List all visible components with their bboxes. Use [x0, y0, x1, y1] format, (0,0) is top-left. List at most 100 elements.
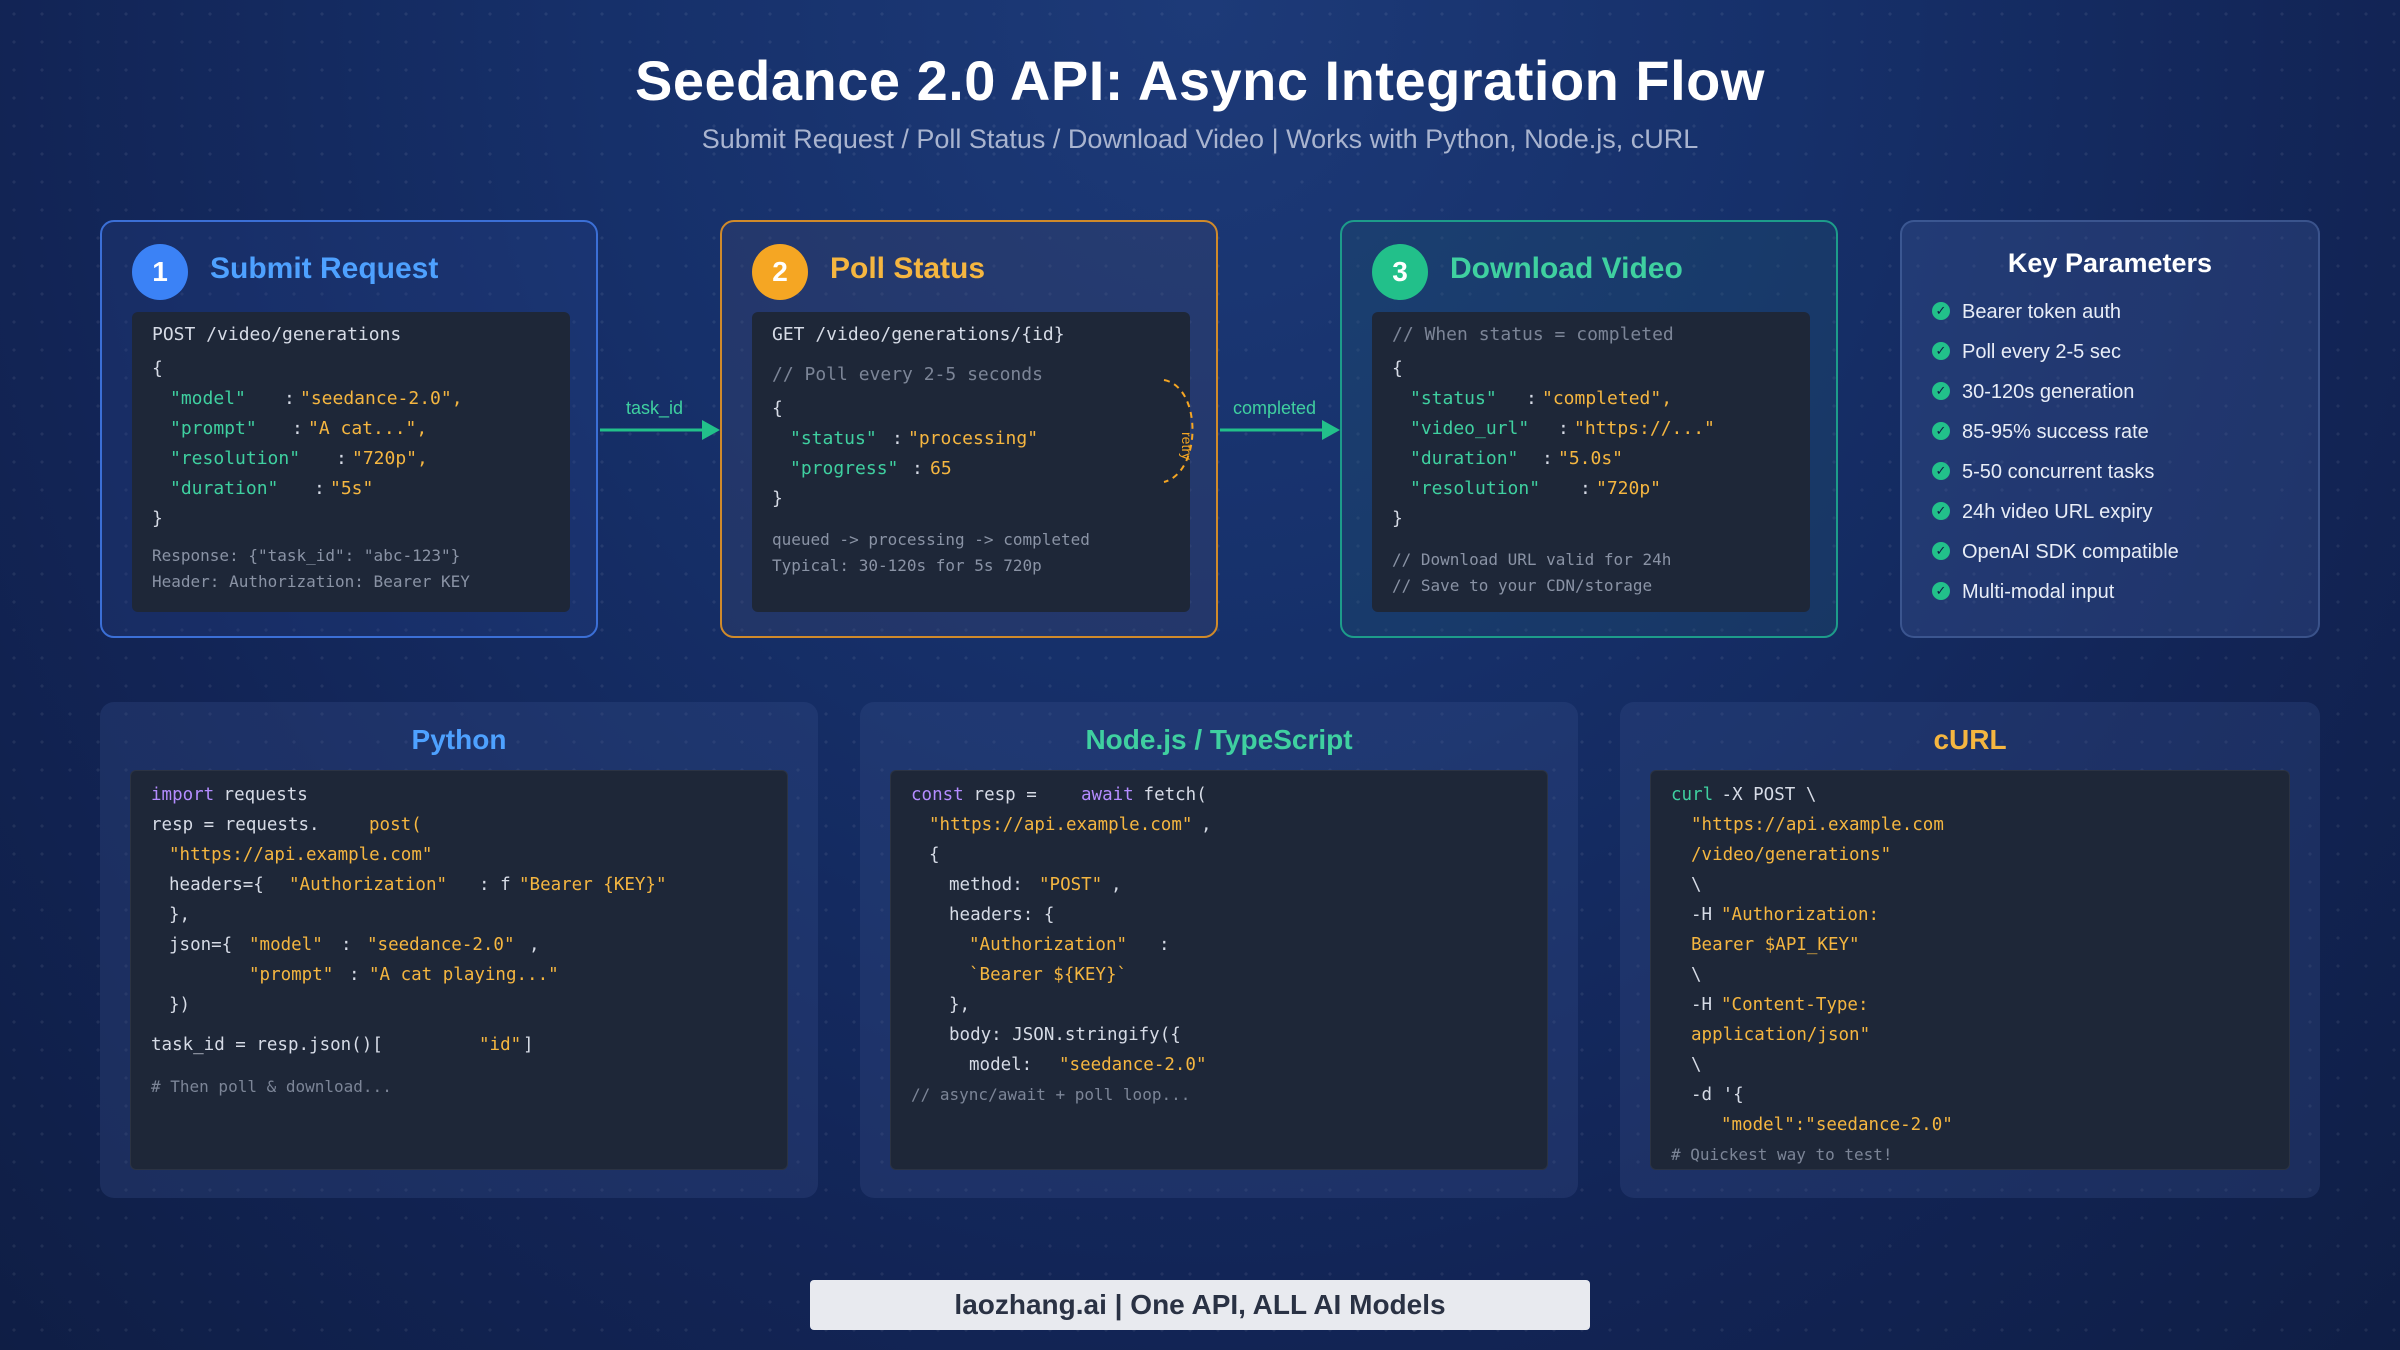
step-download-video-card: 3 Download Video // When status = comple… [1340, 220, 1838, 638]
json-value: "5.0s" [1558, 448, 1624, 469]
json-colon: : [1580, 478, 1591, 499]
code-token: "A cat playing..." [369, 965, 559, 985]
panel-title: Node.js / TypeScript [1085, 724, 1353, 755]
code-token: -H [1691, 905, 1723, 925]
code-token: import [151, 785, 215, 805]
code-token: "https://api.example.com [1691, 815, 1944, 835]
code-token: \ [1691, 965, 1702, 985]
json-value: "720p" [1596, 478, 1662, 499]
code-token: "seedance-2.0" [367, 935, 515, 955]
json-open: { [1392, 358, 1403, 379]
json-value: "https://..." [1574, 418, 1715, 439]
step-submit-request-card: 1 Submit Request POST /video/generations… [100, 220, 598, 638]
json-colon: : [284, 388, 295, 409]
code-token: , [1111, 875, 1122, 895]
json-value: "seedance-2.0", [300, 388, 463, 409]
check-circle-icon: ✓ [1932, 541, 1950, 560]
arrow-label-task-id: task_id [626, 398, 684, 418]
code-token: \ [1691, 1055, 1702, 1075]
json-colon: : [1526, 388, 1537, 409]
step-poll-status-card: 2 Poll Status GET /video/generations/{id… [720, 220, 1218, 638]
save-note: // Save to your CDN/storage [1392, 576, 1653, 595]
json-close: } [152, 508, 163, 529]
code-token: post( [369, 815, 422, 835]
endpoint-line: GET /video/generations/{id} [772, 324, 1065, 345]
parameter-item: ✓ OpenAI SDK compatible [1932, 538, 2179, 566]
code-token: }, [169, 905, 191, 925]
json-key: "status" [790, 428, 877, 449]
json-colon: : [1542, 448, 1553, 469]
check-circle-icon: ✓ [1932, 581, 1950, 600]
json-key: "resolution" [1410, 478, 1541, 499]
json-colon: : [314, 478, 325, 499]
parameter-label: 24h video URL expiry [1962, 501, 2153, 523]
code-token: resp = [963, 785, 1048, 805]
curl-code-block: curl -X POST \ "https://api.example.com … [1650, 770, 2290, 1170]
check-circle-icon: ✓ [1932, 501, 1950, 520]
curl-code-panel: cURL curl -X POST \ "https://api.example… [1620, 702, 2320, 1198]
code-comment: # Quickest way to test! [1671, 1145, 1893, 1164]
parameter-item: ✓ Bearer token auth [1932, 298, 2121, 326]
code-token: "id" [479, 1035, 522, 1055]
code-token: ] [523, 1035, 534, 1055]
parameter-label: Poll every 2-5 sec [1962, 341, 2121, 363]
code-token: "https://api.example.com" [929, 815, 1193, 835]
code-block: POST /video/generations { "model" : "see… [132, 312, 570, 612]
code-token: application/json" [1691, 1025, 1871, 1045]
step-title: Submit Request [210, 252, 439, 285]
json-close: } [772, 488, 783, 509]
panel-title: Python [411, 724, 507, 755]
json-value: "completed", [1542, 388, 1673, 409]
code-token: -X POST \ [1711, 785, 1817, 805]
code-token: , [529, 935, 540, 955]
code-comment: # Then poll & download... [151, 1077, 392, 1096]
code-token: body: JSON.stringify({ [949, 1025, 1181, 1045]
json-key: "model" [170, 388, 246, 409]
code-token: "model":"seedance-2.0" [1721, 1115, 1953, 1135]
json-key: "prompt" [170, 418, 257, 439]
arrow-label-completed: completed [1233, 398, 1317, 418]
key-parameters-panel: Key Parameters ✓Bearer token auth ✓Poll … [1900, 220, 2320, 638]
code-token: \ [1691, 875, 1702, 895]
json-colon: : [292, 418, 303, 439]
check-circle-icon: ✓ [1932, 301, 1950, 320]
code-token: /video/generations" [1691, 845, 1892, 865]
code-token: "POST" [1039, 875, 1103, 895]
code-token: curl [1671, 785, 1714, 805]
code-comment: // async/await + poll loop... [911, 1085, 1191, 1104]
json-key: "video_url" [1410, 418, 1530, 439]
code-token: task_id = resp.json()[ [151, 1035, 383, 1055]
json-value: "5s" [330, 478, 374, 499]
code-token: -d '{ [1691, 1085, 1744, 1105]
code-token: `Bearer ${KEY}` [969, 965, 1128, 985]
url-valid-note: // Download URL valid for 24h [1392, 550, 1672, 569]
python-code-panel: Python import requests resp = requests. … [100, 702, 818, 1198]
nodejs-code-panel: Node.js / TypeScript const resp = await … [860, 702, 1578, 1198]
code-token: -H [1691, 995, 1723, 1015]
json-key: "resolution" [170, 448, 301, 469]
json-open: { [152, 358, 163, 379]
code-token: Bearer $API_KEY" [1691, 935, 1860, 955]
code-token: { [929, 845, 940, 865]
parameter-label: Bearer token auth [1962, 301, 2121, 323]
response-note: Response: {"task_id": "abc-123"} [152, 546, 461, 565]
parameter-label: OpenAI SDK compatible [1962, 541, 2179, 563]
code-block: GET /video/generations/{id} // Poll ever… [752, 312, 1190, 612]
parameter-item: ✓5-50 concurrent tasks [1932, 458, 2154, 486]
json-value: "processing" [908, 428, 1039, 449]
parameter-item: ✓Poll every 2-5 sec [1932, 338, 2121, 366]
status-flow-note: queued -> processing -> completed [772, 530, 1090, 549]
code-token: "https://api.example.com" [169, 845, 433, 865]
step-title: Poll Status [830, 252, 986, 285]
parameter-item: ✓85-95% success rate [1932, 418, 2149, 446]
parameter-item: ✓ 24h video URL expiry [1932, 498, 2152, 526]
json-value: 65 [930, 458, 952, 479]
step-number-badge: 3 [1372, 244, 1428, 300]
check-circle-icon: ✓ [1932, 381, 1950, 400]
code-token: }, [949, 995, 971, 1015]
json-key: "duration" [1410, 448, 1519, 469]
code-block: // When status = completed { "status" : … [1372, 312, 1810, 612]
json-colon: : [912, 458, 923, 479]
code-token: method: [949, 875, 1023, 895]
header-note: Header: Authorization: Bearer KEY [152, 572, 470, 591]
